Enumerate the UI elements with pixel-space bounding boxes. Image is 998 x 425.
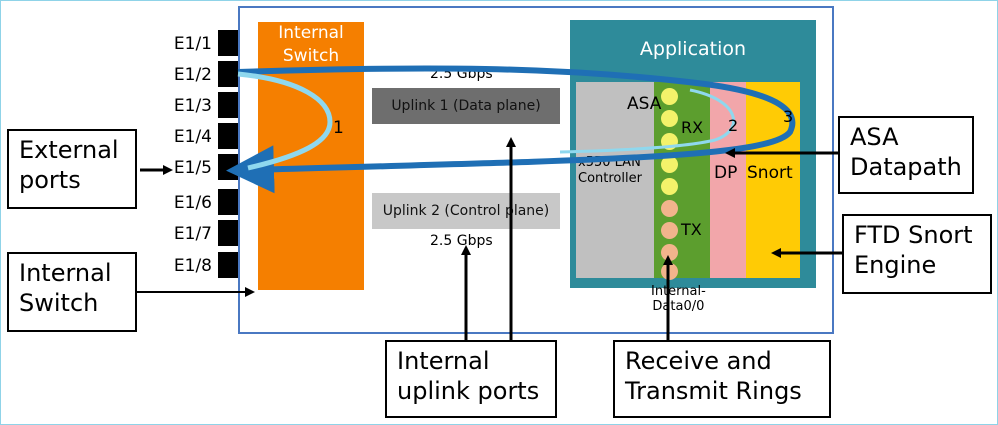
port-e1-6 (218, 189, 238, 215)
flow-path-dp-loop (559, 88, 735, 154)
port-e1-7 (218, 220, 238, 246)
rx-ring-slot (661, 178, 678, 195)
port-e1-3 (218, 92, 238, 118)
port-e1-8 (218, 252, 238, 278)
uplink-2-speed: 2.5 Gbps (430, 233, 493, 249)
rx-ring-slot (661, 110, 678, 127)
tx-label: TX (681, 220, 702, 239)
switch-path-number: 1 (333, 118, 344, 138)
callout-asa-datapath: ASA Datapath (838, 116, 974, 194)
snort-label: Snort (747, 163, 793, 183)
uplink-2-control-plane: Uplink 2 (Control plane) (372, 193, 560, 229)
port-e1-4 (218, 123, 238, 149)
rx-label: RX (681, 118, 704, 137)
callout-internal-uplink-line1: Internal (397, 347, 490, 375)
port-label-e1-1: E1/1 (173, 34, 212, 54)
callout-internal-switch-line2: Switch (19, 289, 99, 317)
internal-switch-title-line2: Switch (282, 46, 340, 66)
callout-external-ports-line2: ports (19, 166, 81, 194)
callout-external-ports: External ports (7, 129, 137, 209)
port-label-e1-6: E1/6 (173, 193, 212, 213)
dp-column (710, 82, 746, 278)
callout-ftd-snort-line2: Engine (854, 251, 937, 279)
callout-rings-line2: Transmit Rings (625, 377, 802, 405)
callout-internal-uplink-ports: Internal uplink ports (385, 340, 557, 418)
callout-receive-transmit-rings: Receive and Transmit Rings (613, 340, 831, 418)
internal-data-line1: Internal- (651, 284, 706, 299)
port-label-e1-7: E1/7 (173, 224, 212, 244)
rx-ring-slot (661, 156, 678, 173)
callout-asa-datapath-line2: Datapath (850, 153, 962, 181)
uplink-1-data-plane: Uplink 1 (Data plane) (372, 88, 560, 124)
callout-rings-line1: Receive and (625, 347, 772, 375)
rx-ring-slot (661, 88, 678, 105)
port-label-e1-3: E1/3 (173, 96, 212, 116)
flow-path-switch-loop (237, 71, 333, 171)
internal-switch-title-line1: Internal (278, 23, 344, 43)
callout-ftd-snort-line1: FTD Snort (854, 221, 973, 249)
application-title: Application (639, 38, 747, 60)
port-label-e1-8: E1/8 (173, 256, 212, 276)
dp-path-number: 2 (728, 116, 738, 135)
callout-internal-uplink-line2: uplink ports (397, 377, 540, 405)
callout-asa-datapath-line1: ASA (850, 123, 899, 151)
internal-switch-title: Internal Switch (258, 22, 364, 68)
internal-data-line2: Data0/0 (652, 299, 705, 314)
internal-data-interface-label: Internal- Data0/0 (651, 284, 706, 314)
port-label-e1-5: E1/5 (173, 158, 212, 178)
port-label-e1-2: E1/2 (173, 65, 212, 85)
snort-path-number: 3 (783, 107, 793, 126)
port-e1-1 (218, 30, 238, 56)
tx-ring-slot (661, 222, 678, 239)
callout-ftd-snort-engine: FTD Snort Engine (842, 214, 992, 294)
lan-controller-line2: Controller (578, 171, 642, 186)
dp-label: DP (714, 163, 738, 183)
tx-ring-slot (661, 200, 678, 217)
port-e1-2 (218, 61, 238, 87)
asa-column (576, 82, 654, 278)
flow-path-through-application (226, 65, 796, 194)
asa-label: ASA (627, 94, 662, 114)
callout-internal-switch: Internal Switch (7, 252, 137, 332)
port-label-e1-4: E1/4 (173, 127, 212, 147)
callout-external-ports-line1: External (19, 136, 119, 164)
callout-internal-switch-line1: Internal (19, 259, 112, 287)
